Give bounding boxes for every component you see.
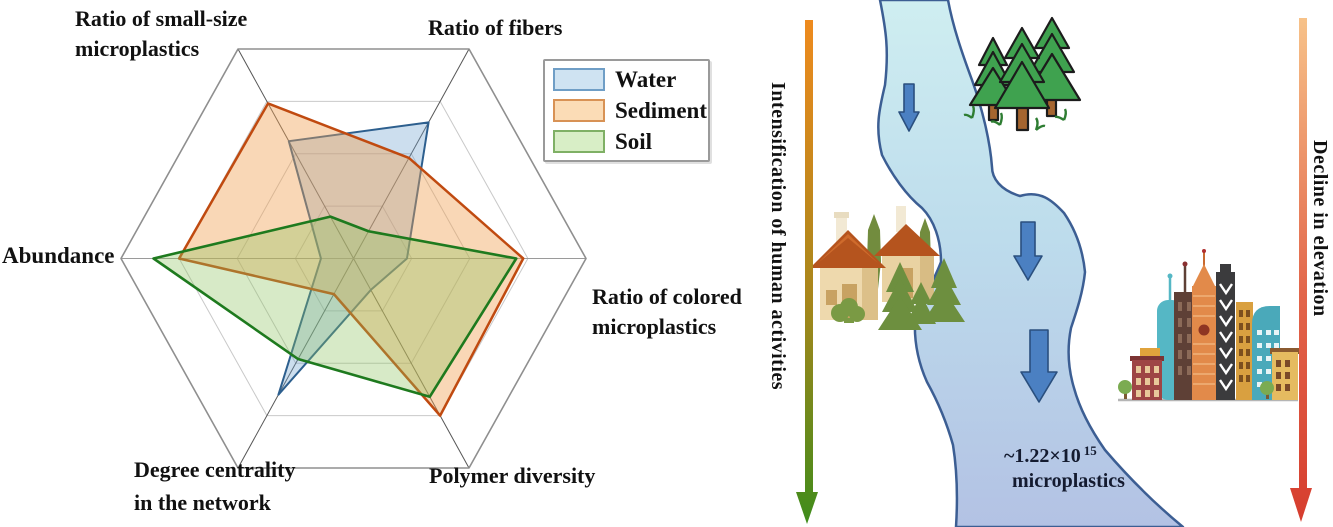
radar-series-soil (152, 215, 518, 399)
radar-axis-spoke (237, 48, 354, 259)
radar-series-sediment (177, 102, 525, 417)
axis-label-polymer-diversity: Polymer diversity (429, 463, 596, 488)
flow-arrow-icon (1013, 221, 1043, 281)
legend-swatch-soil (553, 129, 605, 153)
legend-swatch-water (553, 68, 605, 92)
legend-label: Sediment (615, 98, 707, 123)
radar-series (152, 102, 525, 417)
flow-arrow-icon (898, 83, 920, 132)
radar-axis-spoke (353, 48, 470, 259)
legend-label: Water (615, 67, 677, 93)
chart-legend: Water Sediment Soil (543, 59, 710, 162)
legend-item-sediment: Sediment (553, 97, 708, 125)
human-activities-arrow (796, 20, 818, 524)
axis-label-fibers: Ratio of fibers (428, 15, 563, 40)
radar-series-water (277, 121, 430, 396)
forest-icon (963, 16, 1082, 132)
city-icon (1118, 249, 1300, 402)
axis-label-abundance: Abundance (2, 243, 115, 268)
radar-outer-hexagon (120, 48, 587, 469)
axis-label-colored: Ratio of colored microplastics (592, 284, 742, 339)
human-activities-label: Intensification of human activities (767, 82, 789, 391)
elevation-label: Decline in elevation (1309, 140, 1331, 317)
axis-label-degree-centrality: Degree centrality in the network (134, 457, 296, 515)
village-icon (810, 206, 965, 330)
legend-label: Soil (615, 128, 653, 154)
legend-item-water: Water (553, 66, 708, 94)
axis-label-small-size: Ratio of small-size microplastics (75, 6, 248, 61)
radar-axis-spoke (353, 258, 470, 469)
radar-chart (120, 48, 587, 469)
legend-swatch-sediment (553, 99, 605, 122)
flow-arrows (898, 83, 1058, 403)
flow-arrow-icon (1020, 329, 1058, 403)
legend-item-soil: Soil (553, 127, 708, 155)
